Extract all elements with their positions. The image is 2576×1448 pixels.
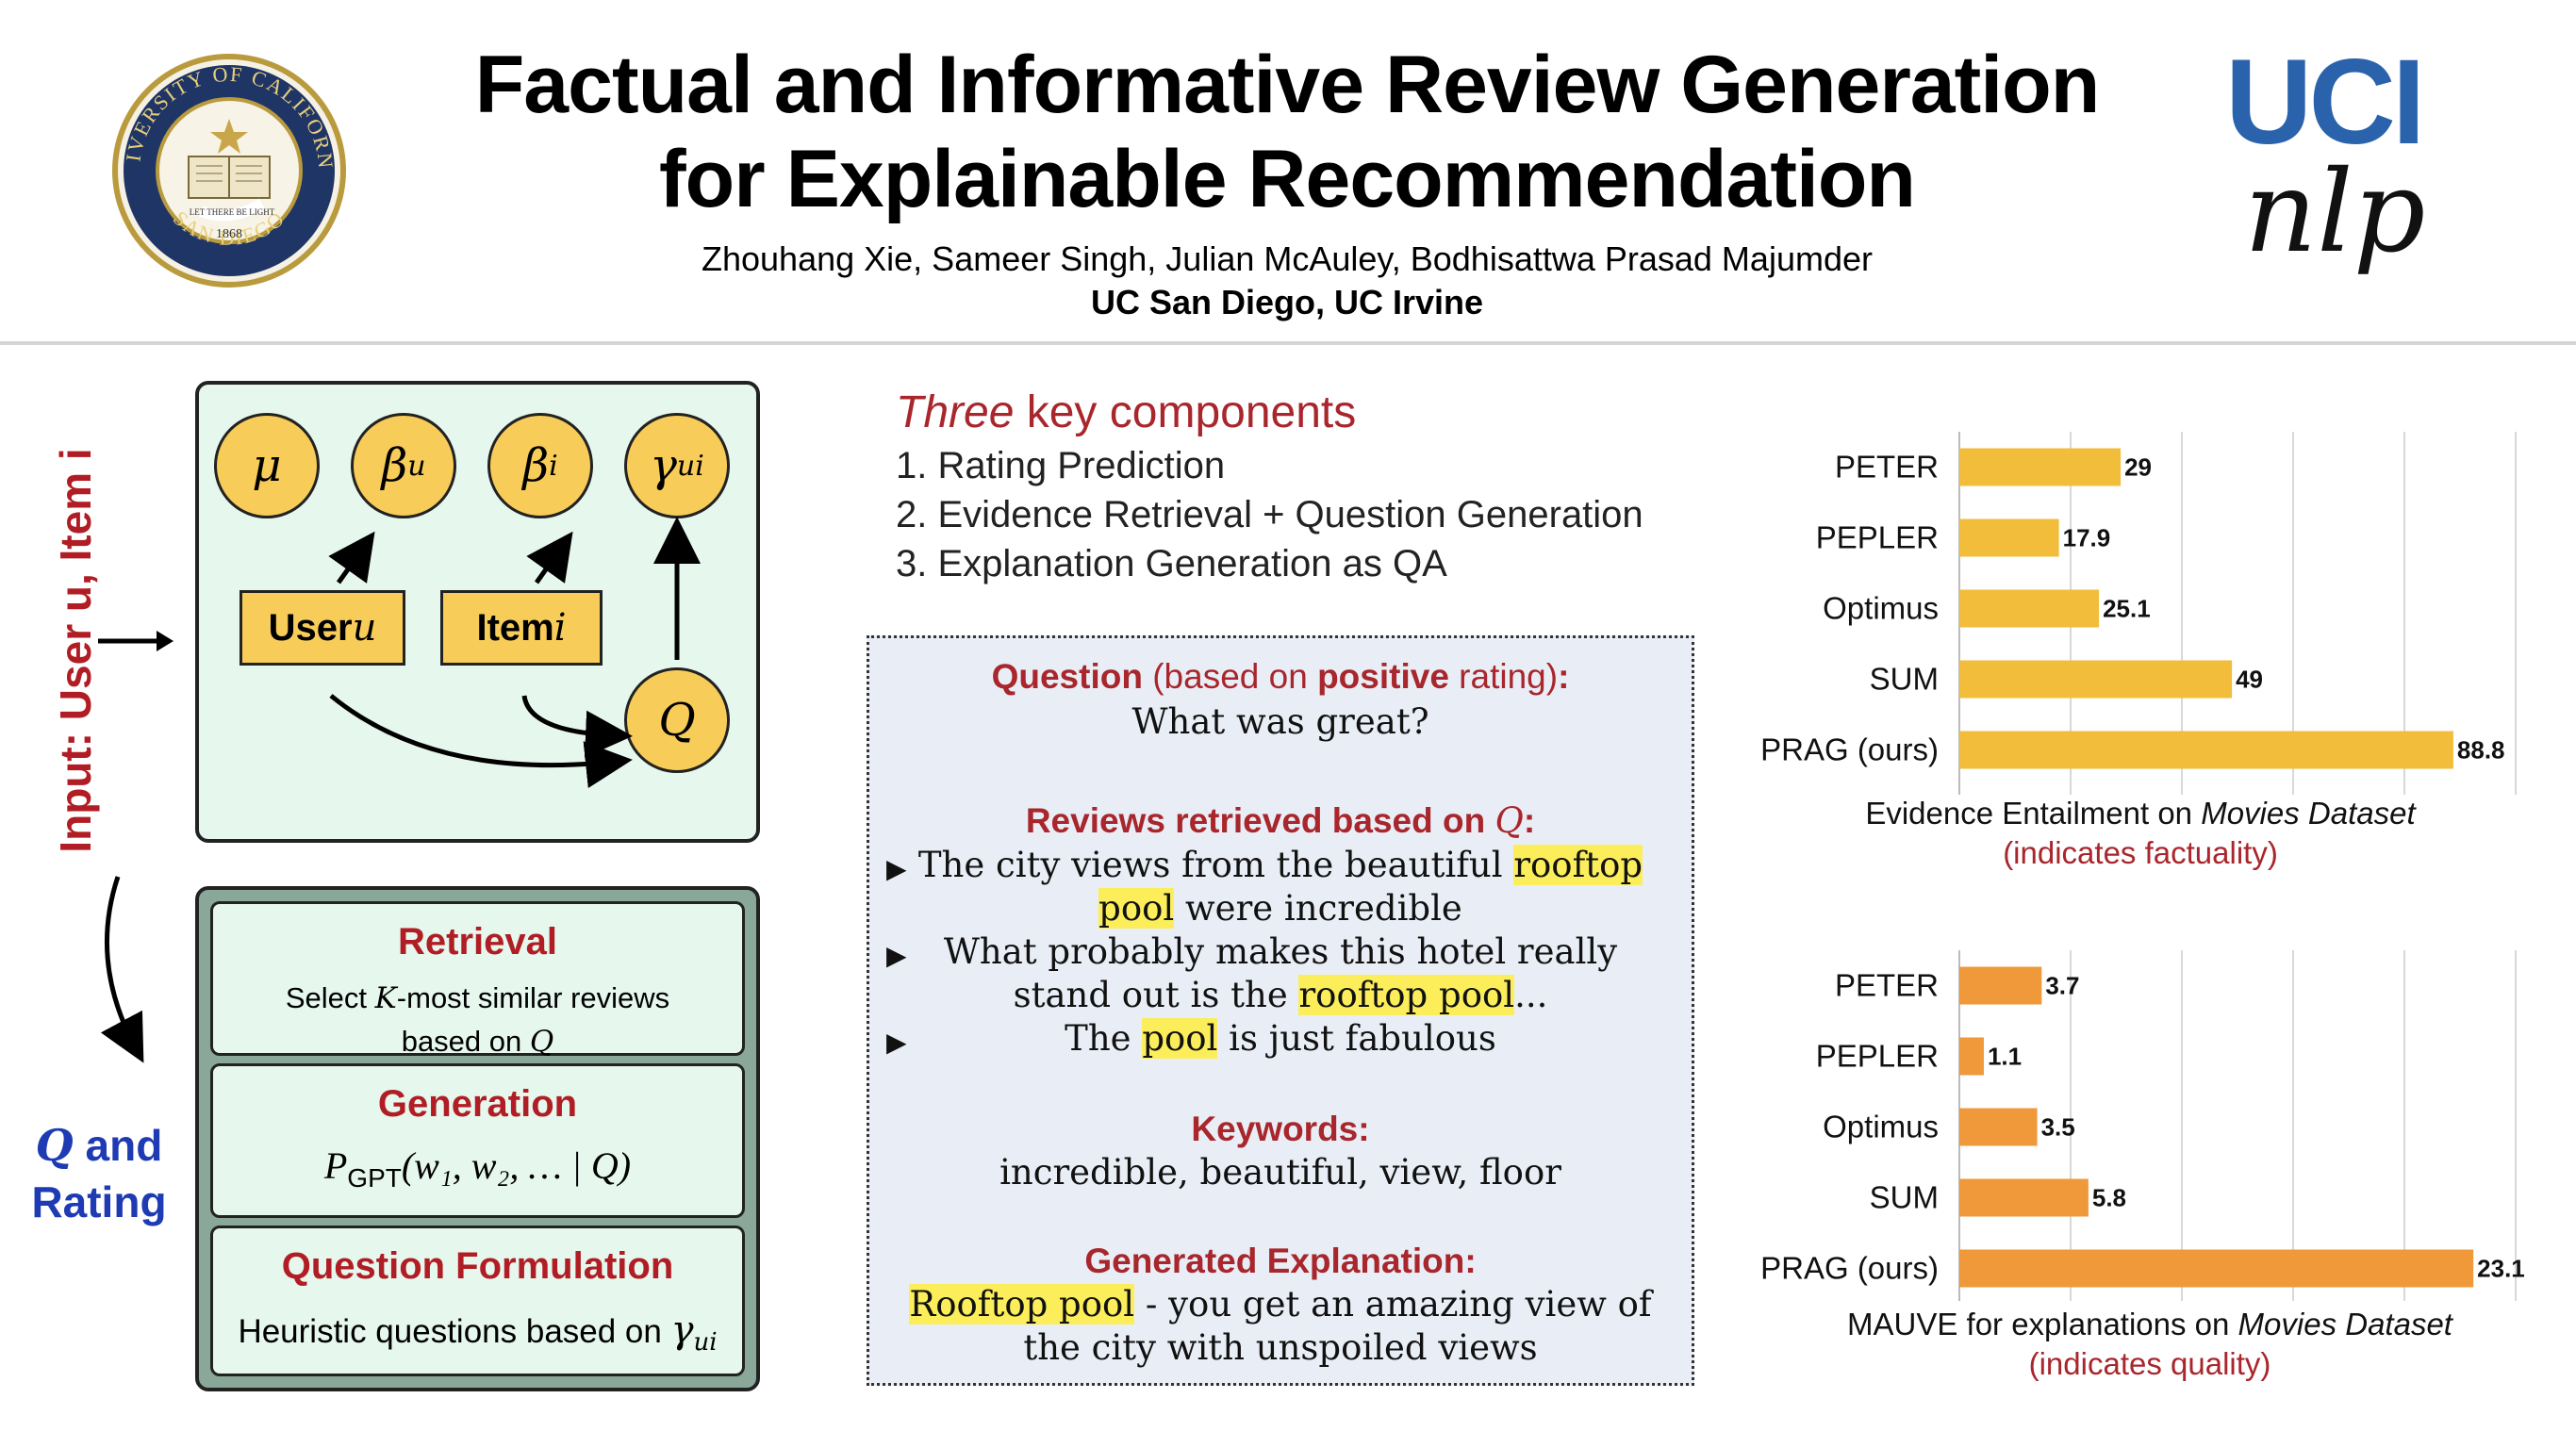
category-label: PRAG (ours): [1760, 732, 1939, 767]
input-arrow: [98, 631, 173, 651]
poster-title: Factual and Informative Review Generatio…: [377, 38, 2197, 226]
bar: [1959, 1178, 2089, 1217]
category-label: SUM: [1870, 662, 1939, 697]
category-label: PEPLER: [1816, 520, 1939, 555]
svg-text:LET THERE BE LIGHT: LET THERE BE LIGHT: [190, 207, 275, 217]
title-line-1: Factual and Informative Review Generatio…: [474, 40, 2100, 130]
components-title: Three key components: [896, 387, 1357, 437]
user-box: User u: [239, 590, 405, 666]
retrieval-stage: Retrieval Select K-most similar reviews …: [210, 901, 745, 1059]
question-formulation-title: Question Formulation: [281, 1245, 674, 1287]
review-bullet-3: ▶: [886, 1028, 907, 1057]
value-label: 49: [2236, 666, 2263, 694]
output-arrow: [100, 876, 144, 1063]
value-label: 1.1: [1988, 1043, 2022, 1071]
bar: [1959, 731, 2453, 769]
component-item-1: 1. Rating Prediction: [896, 445, 1226, 486]
entailment-chart-title: Evidence Entailment on Movies Dataset: [1865, 796, 2416, 831]
nlp-logo-text: nlp: [2244, 147, 2426, 278]
value-label: 23.1: [2477, 1255, 2525, 1283]
value-label: 88.8: [2457, 736, 2505, 765]
title-line-2: for Explainable Recommendation: [659, 134, 1916, 224]
item-box: Item i: [440, 590, 603, 666]
mu-node: μ: [214, 413, 320, 518]
component-item-3: 3. Explanation Generation as QA: [896, 543, 1447, 584]
question-formulation-stage: Question Formulation Heuristic questions…: [210, 1226, 745, 1376]
category-label: Optimus: [1823, 591, 1939, 626]
bar: [1959, 660, 2233, 699]
review-bullet-1: ▶: [886, 854, 907, 883]
category-label: PRAG (ours): [1760, 1251, 1939, 1286]
bar: [1959, 1249, 2474, 1288]
bar: [1959, 1037, 1984, 1076]
value-label: 29: [2124, 453, 2152, 482]
generation-stage: Generation PGPT(w₁, w₂, … | Q): [210, 1063, 745, 1218]
bar: [1959, 448, 2122, 486]
value-label: 3.5: [2041, 1113, 2075, 1142]
category-label: PEPLER: [1816, 1039, 1939, 1074]
value-label: 3.7: [2045, 972, 2079, 1000]
reviews-heading: Reviews retrieved based on Q:: [1025, 800, 1536, 841]
model-arrows: [328, 517, 701, 788]
keywords-heading: Keywords:: [1191, 1110, 1370, 1148]
uci-nlp-logo: UCI nlp: [2225, 41, 2480, 305]
bar: [1959, 1108, 2038, 1146]
header-divider: [0, 341, 2576, 345]
generated-heading: Generated Explanation:: [1084, 1242, 1477, 1280]
review-bullet-2: ▶: [886, 941, 907, 970]
affiliations: UC San Diego, UC Irvine: [1090, 283, 1484, 321]
bar: [1959, 518, 2059, 557]
category-label: SUM: [1870, 1180, 1939, 1215]
component-item-2: 2. Evidence Retrieval + Question Generat…: [896, 494, 1643, 535]
uci-logo-text: UCI: [2225, 35, 2425, 170]
entailment-chart-subtitle: (indicates factuality): [2003, 835, 2278, 870]
output-label: Q and Rating: [31, 1120, 167, 1226]
question-text: What was great?: [1131, 701, 1429, 742]
ucsd-seal-logo: UNIVERSITY OF CALIFORNIA SAN DIEGO LET T…: [103, 34, 347, 288]
keywords-text: incredible, beautiful, view, floor: [999, 1152, 1561, 1193]
generation-formula: PGPT(w₁, w₂, … | Q): [323, 1144, 632, 1193]
value-label: 25.1: [2103, 595, 2151, 623]
pipeline-stack: Retrieval Select K-most similar reviews …: [195, 886, 760, 1391]
retrieval-title: Retrieval: [398, 921, 557, 963]
question-heading: Question (based on positive rating):: [991, 657, 1570, 696]
bar: [1959, 966, 2042, 1005]
value-label: 5.8: [2092, 1184, 2126, 1212]
generation-title: Generation: [377, 1083, 578, 1125]
authors: Zhouhang Xie, Sameer Singh, Julian McAul…: [702, 239, 1873, 278]
bar: [1959, 589, 2100, 628]
mauve-chart-title: MAUVE for explanations on Movies Dataset: [1847, 1307, 2452, 1341]
value-label: 17.9: [2063, 524, 2111, 552]
retrieval-text: Select K-most similar reviews based on Q: [285, 981, 670, 1059]
review-2: What probably makes this hotel really st…: [943, 931, 1618, 1015]
generated-explanation: Rooftop pool - you get an amazing view o…: [909, 1284, 1652, 1368]
review-3: The pool is just fabulous: [1065, 1018, 1496, 1059]
category-label: Optimus: [1823, 1110, 1939, 1144]
svg-text:1868: 1868: [216, 227, 242, 241]
example-box: Question (based on positive rating): Wha…: [867, 635, 1694, 1386]
category-label: PETER: [1835, 450, 1939, 485]
mauve-chart-subtitle: (indicates quality): [2028, 1346, 2271, 1381]
question-formulation-text: Heuristic questions based on γui: [238, 1308, 718, 1357]
category-label: PETER: [1835, 968, 1939, 1003]
review-1: The city views from the beautiful roofto…: [917, 845, 1643, 929]
